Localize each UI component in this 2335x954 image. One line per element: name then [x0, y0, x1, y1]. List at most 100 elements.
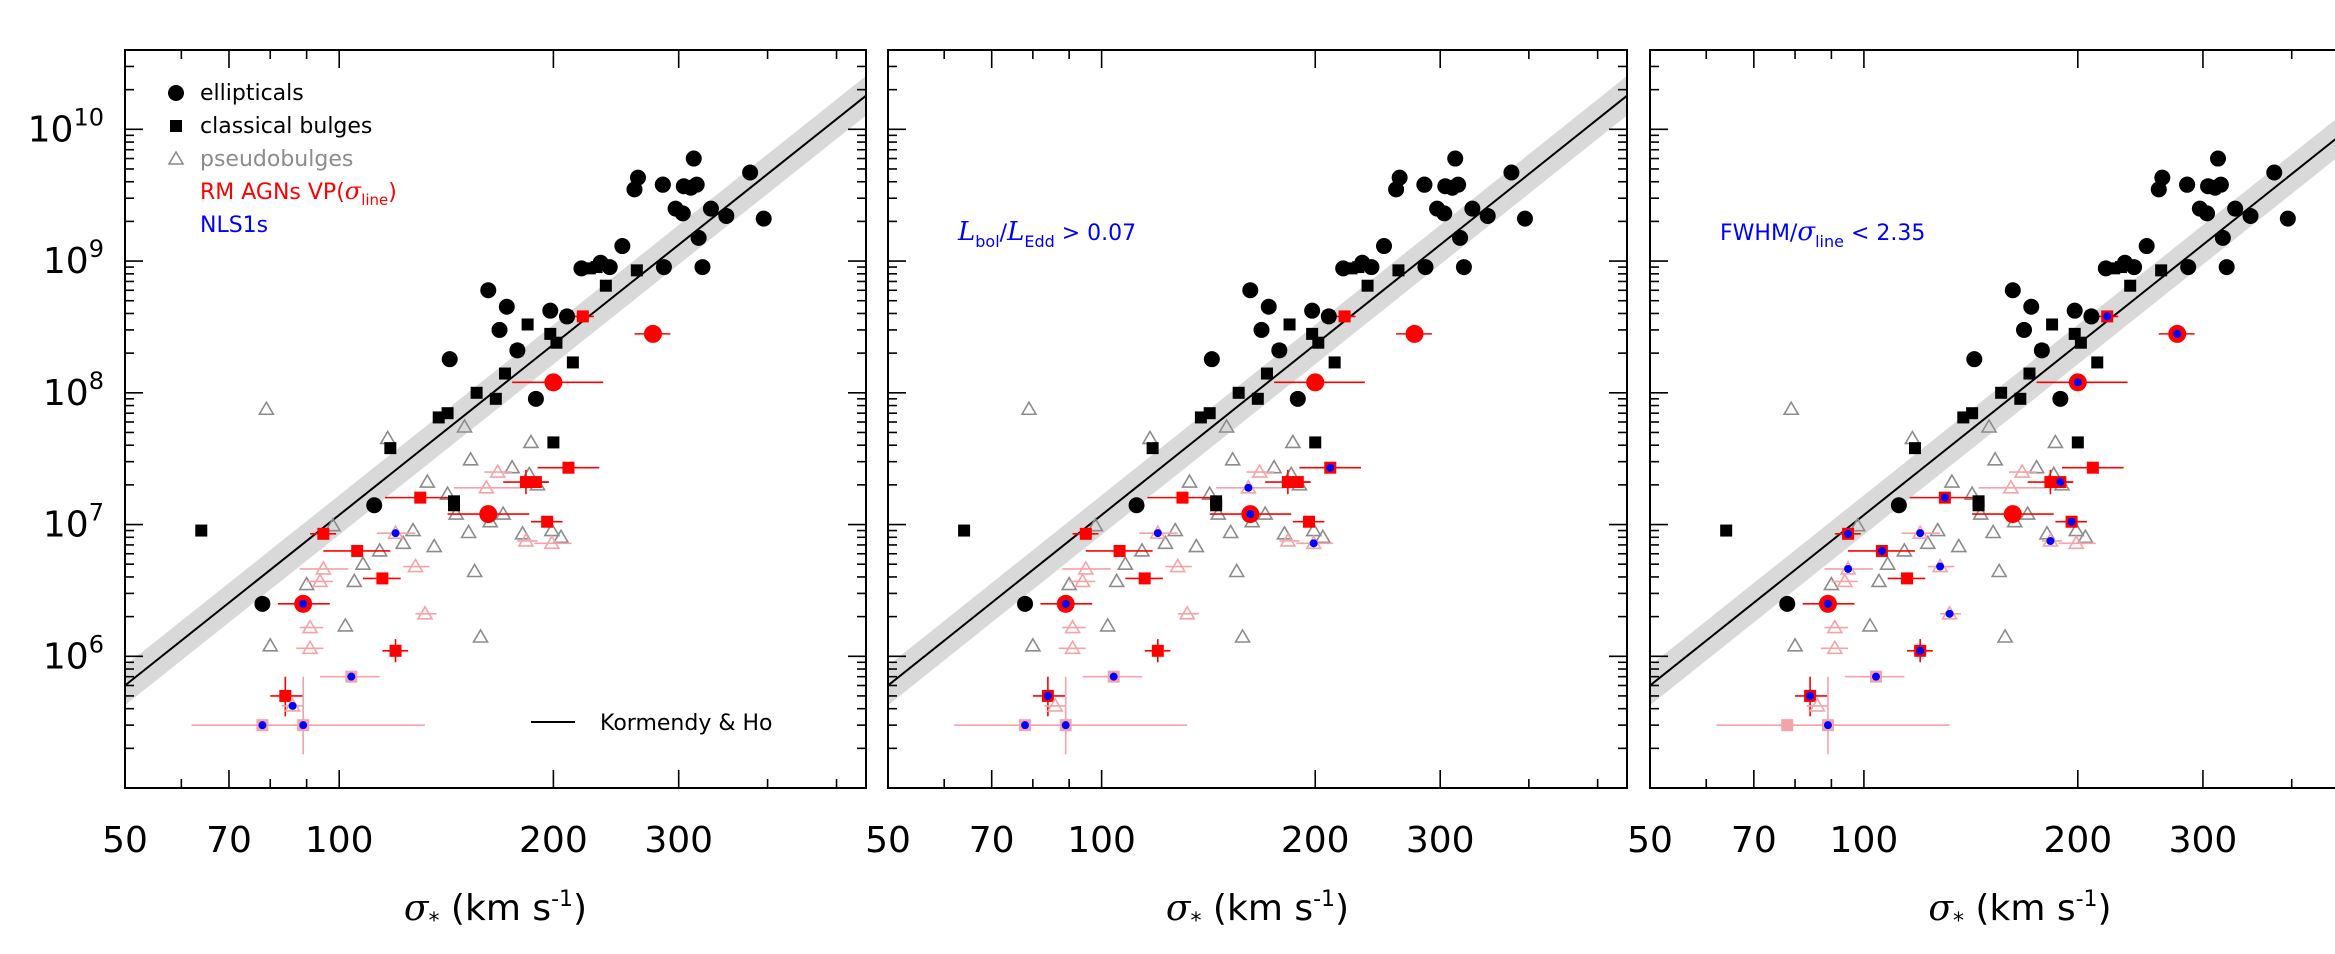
- x-tick-label: 70: [1731, 820, 1777, 861]
- agn-point: [643, 324, 662, 343]
- pseudobulge-point: [1060, 576, 1078, 591]
- agn-point: [301, 619, 319, 634]
- legend-item: ellipticals: [168, 81, 304, 106]
- pseudobulge-point: [1099, 617, 1117, 632]
- pseudobulge-point: [1870, 572, 1888, 588]
- classical-bulge-point: [1995, 386, 2008, 399]
- classical-bulge-point: [1720, 524, 1733, 537]
- pseudobulge-point: [1166, 521, 1184, 537]
- nls1-point: [1916, 646, 1925, 655]
- classical-bulge-point: [1972, 495, 1985, 508]
- x-tick-label: 50: [102, 820, 148, 861]
- elliptical-point: [2154, 169, 2171, 186]
- elliptical-point: [2066, 302, 2083, 319]
- panel-annotation: Lbol/LEdd > 0.07: [957, 217, 1136, 251]
- pseudobulge-point: [1980, 418, 1998, 433]
- agn-point: [1338, 310, 1351, 323]
- nls1-point: [1916, 529, 1925, 538]
- fit-line: [888, 94, 1627, 687]
- elliptical-point: [702, 200, 719, 217]
- agn-point: [1781, 719, 1794, 732]
- legend-item: RM AGNs VP(σline): [200, 177, 397, 209]
- agn-point: [1176, 491, 1189, 504]
- elliptical-point: [2004, 282, 2021, 299]
- classical-bulge-point: [1966, 407, 1979, 420]
- agn-point: [416, 605, 434, 620]
- elliptical-point: [674, 205, 691, 222]
- elliptical-point: [2227, 200, 2244, 217]
- elliptical-point: [2138, 238, 2155, 255]
- agn-point: [1306, 373, 1325, 392]
- elliptical-point: [1437, 178, 1454, 195]
- classical-bulge-point: [498, 367, 511, 380]
- classical-bulge-point: [2074, 336, 2087, 349]
- agn-point: [1074, 572, 1091, 588]
- nls1-point: [1061, 599, 1070, 608]
- agn-point: [479, 505, 498, 524]
- elliptical-point: [366, 497, 383, 514]
- agn-point: [544, 373, 563, 392]
- elliptical-point: [1779, 595, 1796, 612]
- x-tick-label: 70: [969, 820, 1015, 861]
- y-tick-label: 108: [43, 367, 104, 414]
- agn-point: [389, 644, 402, 657]
- nls1-point: [1246, 510, 1255, 519]
- pseudobulge-point: [1141, 429, 1159, 445]
- pseudobulge-point: [257, 400, 275, 416]
- pseudobulge-point: [2028, 459, 2046, 474]
- pseudobulge-point: [1943, 473, 1961, 488]
- agn-point: [1808, 697, 1826, 712]
- pseudobulge-point: [371, 542, 389, 557]
- agn-point: [317, 527, 330, 540]
- elliptical-point: [1271, 342, 1288, 359]
- pseudobulge-point: [1929, 521, 1947, 537]
- elliptical-point: [1417, 259, 1434, 276]
- legend-label: NLS1s: [200, 213, 268, 238]
- pseudobulge-point: [404, 521, 422, 537]
- classical-bulge-point: [1251, 392, 1264, 405]
- legend-marker: [168, 85, 184, 101]
- classical-bulge-point: [521, 318, 534, 331]
- classical-bulge-point: [384, 442, 397, 455]
- nls1-point: [2103, 312, 2112, 321]
- elliptical-point: [1890, 497, 1907, 514]
- pseudobulge-point: [345, 572, 363, 588]
- x-tick-label: 100: [1830, 820, 1899, 861]
- classical-bulge-point: [489, 392, 502, 405]
- elliptical-point: [601, 259, 618, 276]
- elliptical-point: [685, 150, 702, 167]
- pseudobulge-point: [503, 459, 521, 474]
- fit-line: [125, 94, 866, 687]
- x-tick-label: 300: [2169, 820, 2238, 861]
- elliptical-point: [1391, 169, 1408, 186]
- pseudobulge-point: [1086, 517, 1104, 532]
- nls1-point: [2173, 329, 2182, 338]
- legend-label: ellipticals: [200, 81, 304, 106]
- pseudobulge-point: [425, 538, 443, 553]
- agn-point: [517, 532, 535, 547]
- elliptical-point: [1416, 176, 1433, 193]
- elliptical-point: [2218, 259, 2235, 276]
- elliptical-point: [1260, 298, 1277, 315]
- elliptical-point: [1436, 205, 1453, 222]
- agn-point: [1169, 557, 1187, 573]
- pseudobulge-point: [1218, 418, 1235, 433]
- agn-point: [529, 476, 542, 489]
- pseudobulge-point: [1228, 562, 1246, 578]
- plot-frame: [124, 49, 867, 789]
- elliptical-point: [742, 164, 759, 181]
- elliptical-point: [2199, 205, 2216, 222]
- agn-point: [279, 689, 292, 702]
- agn-point: [1064, 639, 1081, 655]
- classical-bulge-point: [599, 279, 612, 292]
- pseudobulge-point: [1224, 451, 1242, 466]
- agn-point: [541, 515, 554, 528]
- classical-bulge-point: [2071, 436, 2084, 449]
- pseudobulge-point: [1895, 542, 1913, 557]
- legend-label: RM AGNs VP(σline): [200, 177, 397, 209]
- agn-point: [562, 461, 575, 474]
- nls1-point: [1244, 483, 1253, 492]
- elliptical-point: [2083, 308, 2100, 325]
- classical-bulge-point: [448, 495, 461, 508]
